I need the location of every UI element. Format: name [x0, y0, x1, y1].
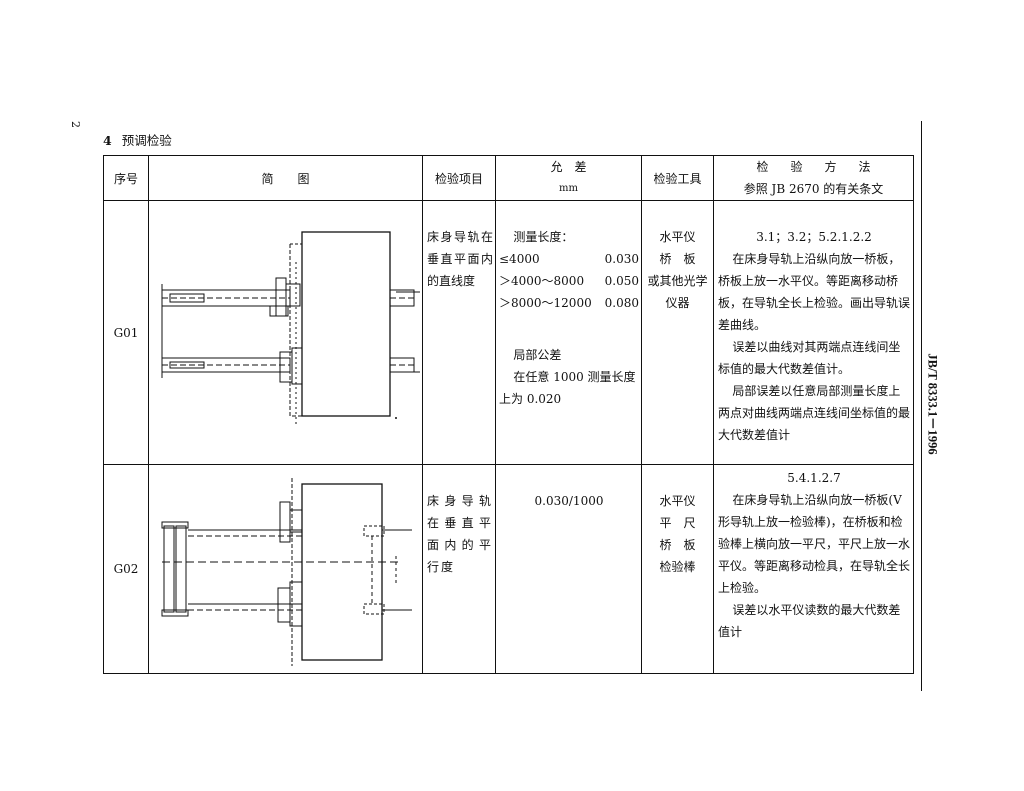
bed-parallelism-diagram: [161, 478, 412, 666]
section-number: 4: [103, 133, 112, 148]
header-tolerance: 允 差 mm: [495, 155, 642, 201]
method-paragraph: 局部误差以任意局部测量长度上两点对曲线两端点连线间坐标值的最大代数差值计: [718, 384, 911, 442]
tolerance-label: 测量长度：: [513, 230, 574, 244]
tool-item: 仪器: [665, 296, 690, 310]
section-title-text: 预调检验: [121, 133, 172, 148]
tool-item: 桥 板: [659, 252, 696, 266]
header-figure: 简 图: [148, 155, 423, 201]
tool-item: 或其他光学: [647, 274, 708, 288]
header-method-ref: 参照 JB 2670 的有关条文: [743, 182, 884, 196]
method-paragraph: 在床身导轨上沿纵向放一桥板(V 形导轨上放一检验棒)，在桥板和检验棒上横向放一平…: [718, 493, 911, 595]
method-reference: 5.4.1.2.7: [787, 471, 841, 485]
header-item: 检验项目: [422, 155, 496, 201]
inspection-table: 序号 简 图 检验项目 允 差 mm 检验工具 检验方法 参照 JB 2670 …: [103, 155, 914, 674]
standard-code: JB/T 8333.1－1996: [925, 353, 940, 455]
margin-rule: [921, 121, 922, 691]
method-paragraph: 误差以水平仪读数的最大代数差值计: [718, 603, 901, 639]
page-number: 2: [69, 121, 82, 128]
header-no: 序号: [103, 155, 149, 201]
header-tolerance-label: 允 差: [550, 160, 587, 174]
local-tolerance-text: 在任意 1000 测量长度上为 0.020: [499, 370, 636, 406]
table-row: G01: [103, 200, 914, 465]
tool-item: 桥 板: [659, 538, 696, 552]
figure-g01: [148, 200, 423, 465]
figure-g02: [148, 464, 423, 674]
method-reference: 3.1；3.2；5.2.1.2.2: [756, 230, 872, 244]
item-g02: 床身导轨在垂直平面内的平行度: [422, 464, 496, 674]
tools-g02: 水平仪 平 尺 桥 板 检验棒: [641, 464, 714, 674]
method-g01: 3.1；3.2；5.2.1.2.2 在床身导轨上沿纵向放一桥板，桥板上放一水平仪…: [713, 200, 914, 465]
local-tolerance-label: 局部公差: [513, 348, 562, 362]
header-method: 检验方法 参照 JB 2670 的有关条文: [713, 155, 914, 201]
method-paragraph: 在床身导轨上沿纵向放一桥板，桥板上放一水平仪。等距离移动桥板，在导轨全长上检验。…: [718, 252, 911, 332]
table-row: G02: [103, 464, 914, 674]
item-g01: 床身导轨在垂直平面内的直线度: [422, 200, 496, 465]
tolerance-g02: 0.030/1000: [495, 464, 642, 674]
tool-item: 检验棒: [659, 560, 696, 574]
row-number: G01: [103, 200, 149, 465]
header-tolerance-unit: mm: [559, 183, 578, 194]
header-method-title: 检验方法: [756, 160, 893, 174]
bed-straightness-diagram: [161, 230, 420, 426]
method-g02: 5.4.1.2.7 在床身导轨上沿纵向放一桥板(V 形导轨上放一检验棒)，在桥板…: [713, 464, 914, 674]
header-tool: 检验工具: [641, 155, 714, 201]
tool-item: 水平仪: [659, 230, 696, 244]
tools-g01: 水平仪 桥 板 或其他光学 仪器: [641, 200, 714, 465]
row-number: G02: [103, 464, 149, 674]
tool-item: 平 尺: [659, 516, 696, 530]
table-header-row: 序号 简 图 检验项目 允 差 mm 检验工具 检验方法 参照 JB 2670 …: [103, 155, 914, 201]
section-title: 4 预调检验: [103, 130, 172, 149]
tolerance-value: 0.030/1000: [534, 494, 604, 508]
tool-item: 水平仪: [659, 494, 696, 508]
method-paragraph: 误差以曲线对其两端点连线间坐标值的最大代数差值计。: [718, 340, 901, 376]
